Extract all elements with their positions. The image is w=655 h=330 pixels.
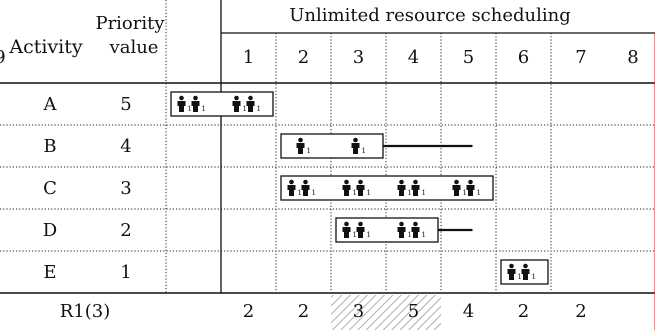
worker-subscript: 1 <box>353 231 357 239</box>
worker-subscript: 1 <box>312 189 316 197</box>
period-label: 2 <box>298 47 309 68</box>
resource-value: 2 <box>518 301 529 322</box>
priority-value: 5 <box>120 94 131 115</box>
worker-subscript: 1 <box>362 147 366 155</box>
resource-value: 3 <box>353 301 364 322</box>
worker-icon: 1 <box>301 179 316 197</box>
worker-icon: 1 <box>342 221 357 239</box>
schedule-title: Unlimited resource scheduling <box>289 5 571 26</box>
worker-icon: 1 <box>452 179 467 197</box>
worker-subscript: 1 <box>307 147 311 155</box>
worker-icon: 1 <box>397 179 412 197</box>
priority-header-line1: Priority <box>95 13 165 34</box>
worker-subscript: 1 <box>353 189 357 197</box>
resource-value: 5 <box>408 301 419 322</box>
priority-value: 4 <box>120 136 131 157</box>
resource-value: 2 <box>243 301 254 322</box>
resource-value: 2 <box>298 301 309 322</box>
resource-label: R1(3) <box>60 301 111 322</box>
activity-header: Activity <box>8 36 83 58</box>
resource-value: 2 <box>575 301 586 322</box>
activity-name: B <box>43 136 56 157</box>
worker-icon: 1 <box>232 95 247 113</box>
worker-icon: 1 <box>411 221 426 239</box>
worker-icon: 1 <box>466 179 481 197</box>
worker-icon: 1 <box>246 95 261 113</box>
period-label: 6 <box>518 47 529 68</box>
worker-subscript: 1 <box>422 189 426 197</box>
worker-icon: 1 <box>356 221 371 239</box>
over-limit-hatch <box>331 295 386 330</box>
worker-icon: 1 <box>177 95 192 113</box>
worker-subscript: 1 <box>532 273 536 281</box>
period-label: 8 <box>627 47 638 68</box>
worker-subscript: 1 <box>298 189 302 197</box>
worker-subscript: 1 <box>367 189 371 197</box>
worker-icon: 1 <box>296 137 311 155</box>
priority-header-line2: value <box>109 37 159 58</box>
worker-icon: 1 <box>411 179 426 197</box>
worker-icon: 1 <box>356 179 371 197</box>
worker-subscript: 1 <box>243 105 247 113</box>
worker-icon: 1 <box>507 263 522 281</box>
worker-subscript: 1 <box>188 105 192 113</box>
worker-icon: 1 <box>191 95 206 113</box>
period-label: 5 <box>463 47 474 68</box>
worker-subscript: 1 <box>422 231 426 239</box>
worker-icon: 1 <box>342 179 357 197</box>
worker-subscript: 1 <box>408 231 412 239</box>
period-label: 4 <box>408 47 419 68</box>
activity-name: D <box>43 220 57 241</box>
priority-value: 2 <box>120 220 131 241</box>
activity-name: E <box>43 262 56 283</box>
period-label: 7 <box>575 47 586 68</box>
worker-icon: 1 <box>397 221 412 239</box>
activity-name: A <box>43 94 58 115</box>
worker-subscript: 1 <box>367 231 371 239</box>
worker-subscript: 1 <box>477 189 481 197</box>
resource-value: 4 <box>463 301 474 322</box>
worker-subscript: 1 <box>257 105 261 113</box>
period-label: 9 <box>0 47 6 68</box>
priority-value: 3 <box>120 178 131 199</box>
worker-icon: 1 <box>287 179 302 197</box>
period-label: 3 <box>353 47 364 68</box>
worker-subscript: 1 <box>518 273 522 281</box>
worker-subscript: 1 <box>408 189 412 197</box>
activity-bar <box>280 133 384 159</box>
worker-subscript: 1 <box>202 105 206 113</box>
worker-subscript: 1 <box>463 189 467 197</box>
worker-icon: 1 <box>351 137 366 155</box>
period-label: 1 <box>243 47 254 68</box>
over-limit-hatch <box>386 295 441 330</box>
activity-bar <box>170 91 274 117</box>
priority-value: 1 <box>120 262 131 283</box>
activity-name: C <box>43 178 57 199</box>
worker-icon: 1 <box>521 263 536 281</box>
